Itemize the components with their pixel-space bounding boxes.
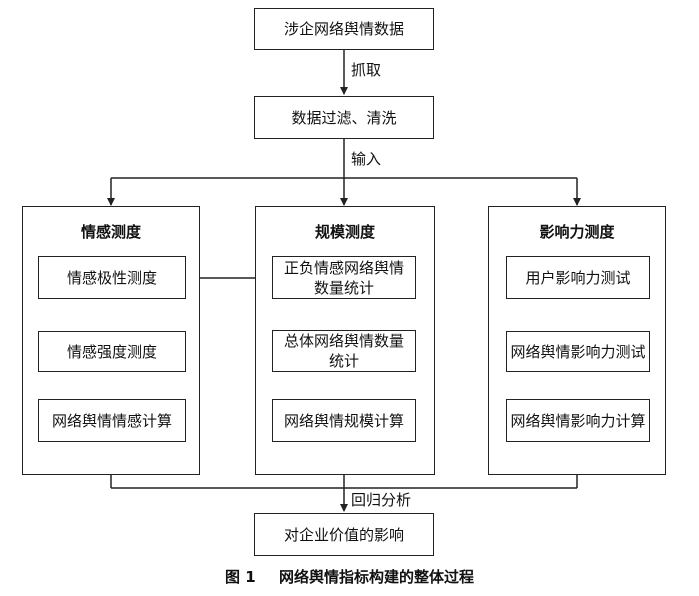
scale-step-calculation: 网络舆情规模计算	[272, 399, 416, 442]
node-data-source-label: 涉企网络舆情数据	[283, 20, 404, 38]
edge-label-regression: 回归分析	[351, 491, 412, 509]
figure-caption: 图 1 网络舆情指标构建的整体过程	[0, 566, 699, 587]
panel-scale-title: 规模测度	[314, 223, 375, 241]
node-impact-label: 对企业价值的影响	[283, 525, 404, 544]
scale-step-sentiment-count-label: 正负情感网络舆情数量统计	[283, 258, 404, 297]
scale-step-total-count: 总体网络舆情数量统计	[272, 330, 416, 372]
influence-step-user-label: 用户影响力测试	[525, 268, 631, 287]
emotion-step-calculation-label: 网络舆情情感计算	[51, 411, 172, 430]
node-filter-label: 数据过滤、清洗	[291, 108, 397, 127]
emotion-step-polarity-label: 情感极性测度	[66, 268, 157, 287]
influence-step-calculation-label: 网络舆情影响力计算	[510, 411, 646, 430]
influence-step-test-label: 网络舆情影响力测试	[510, 342, 646, 361]
emotion-step-calculation: 网络舆情情感计算	[38, 399, 186, 442]
figure-caption-text: 网络舆情指标构建的整体过程	[278, 568, 474, 586]
scale-step-sentiment-count: 正负情感网络舆情数量统计	[272, 256, 416, 299]
influence-step-test: 网络舆情影响力测试	[506, 331, 650, 372]
emotion-step-intensity-label: 情感强度测度	[66, 342, 157, 361]
influence-step-user: 用户影响力测试	[506, 256, 650, 299]
emotion-step-intensity: 情感强度测度	[38, 331, 186, 372]
edge-label-fetch: 抓取	[351, 61, 382, 79]
edge-label-input: 输入	[351, 150, 382, 168]
figure-caption-label: 图 1	[225, 568, 256, 586]
node-data-source: 涉企网络舆情数据	[254, 8, 434, 50]
influence-step-calculation: 网络舆情影响力计算	[506, 399, 650, 442]
emotion-step-polarity: 情感极性测度	[38, 256, 186, 299]
node-impact: 对企业价值的影响	[254, 513, 434, 556]
scale-step-calculation-label: 网络舆情规模计算	[283, 411, 404, 430]
scale-step-total-count-label: 总体网络舆情数量统计	[283, 332, 404, 370]
panel-influence-title: 影响力测度	[539, 223, 615, 241]
node-filter: 数据过滤、清洗	[254, 96, 434, 139]
panel-emotion-title: 情感测度	[80, 223, 141, 241]
